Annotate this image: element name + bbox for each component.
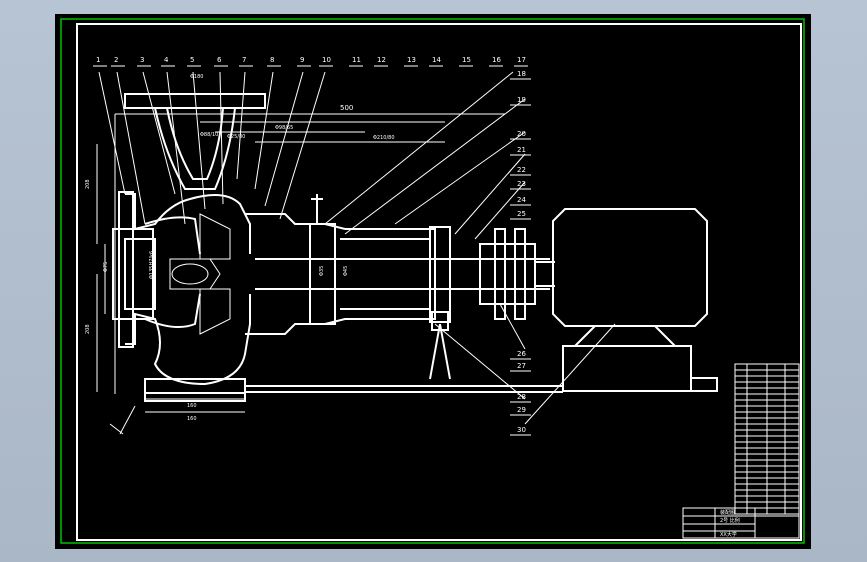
outer-frame [60,18,805,544]
balloon-14: 14 [432,56,441,64]
balloon-7: 7 [242,56,246,64]
balloon-18: 18 [517,70,526,78]
dim-overall: 500 [340,104,353,112]
balloon-6: 6 [217,56,222,64]
balloon-5: 5 [190,56,194,64]
dim-h-bottom: 208 [85,324,91,334]
balloon-2: 2 [114,56,118,64]
impeller [169,213,231,335]
bearing-support [429,311,451,380]
title-block [682,507,800,539]
dim-bore: Φ75 [103,262,109,272]
dim-flange: Φ180 [190,74,203,80]
title-school: XX大学 [720,531,737,538]
balloon-1: 1 [96,56,100,64]
motor-stand [562,325,718,392]
title-sub: 2号 比例 [720,517,740,524]
dim-d4: Φ210/80 [373,135,395,141]
balloon-24: 24 [517,196,526,204]
balloon-22: 22 [517,166,526,174]
balloon-13: 13 [407,56,416,64]
discharge-flange [124,93,266,190]
balloon-25: 25 [517,210,526,218]
dim-shaft: Φ35 [319,266,325,276]
balloon-26: 26 [517,350,526,358]
balloon-11: 11 [352,56,361,64]
dimension-lines [96,113,505,413]
dim-shaft2: Φ45 [343,266,349,276]
balloon-27: 27 [517,362,526,370]
balloon-4: 4 [164,56,169,64]
bearing-housing [245,194,550,335]
dim-h-top: 208 [85,179,91,189]
balloon-9: 9 [300,56,304,64]
balloon-19: 19 [517,96,526,104]
balloon-28: 28 [517,393,526,401]
dim-d1: Φ88/10 [200,132,218,138]
title-name: 装配图 [720,509,735,516]
section-arrow [109,405,136,435]
balloon-10: 10 [322,56,331,64]
base-plate [144,378,563,402]
inner-border [76,23,802,541]
balloon-30: 30 [517,426,526,434]
parts-list [734,363,800,515]
dim-d3: Φ25/80 [227,134,245,140]
motor [552,208,708,327]
balloon-17: 17 [517,56,526,64]
balloon-16: 16 [492,56,501,64]
balloon-15: 15 [462,56,471,64]
balloon-12: 12 [377,56,386,64]
balloon-29: 29 [517,406,526,414]
dim-base1: 160 [187,403,197,409]
leader-lines [98,71,616,425]
balloon-3: 3 [140,56,144,64]
dim-base2: 160 [187,416,197,422]
volute-casing [118,191,251,386]
suction-inlet [112,228,156,320]
coupling [479,228,555,320]
dim-d2: Φ98/65 [275,125,293,131]
balloon-23: 23 [517,180,526,188]
balloon-8: 8 [270,56,274,64]
balloon-21: 21 [517,146,526,154]
